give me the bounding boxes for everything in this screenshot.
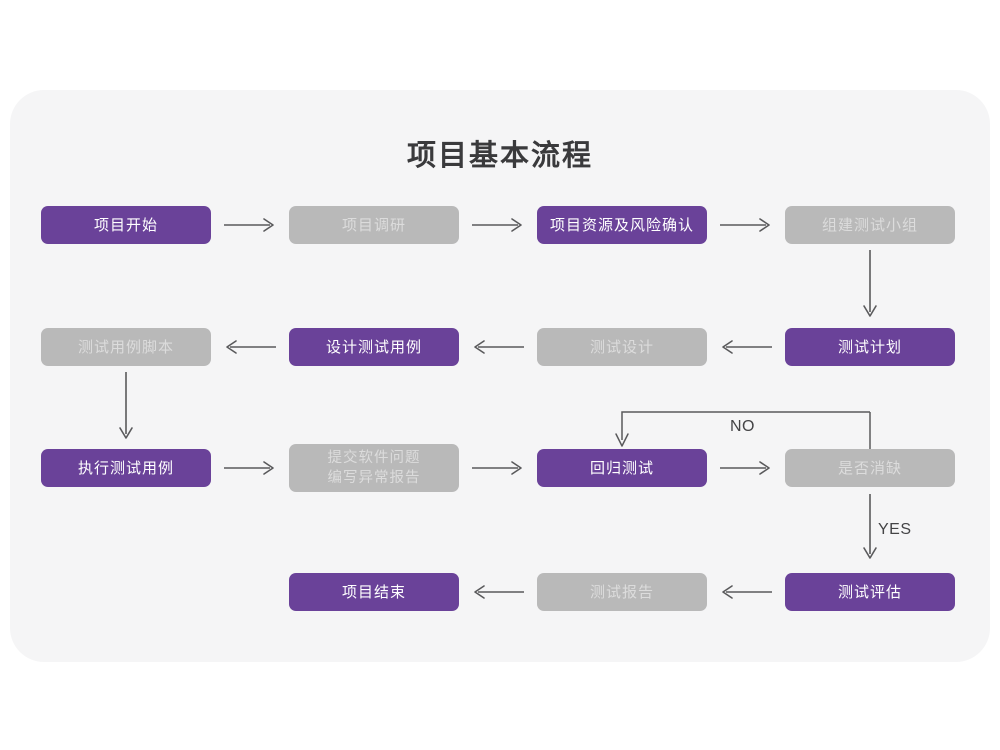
node-build-test-team[interactable]: 组建测试小组 <box>785 206 955 244</box>
arrow-left-testreport-to-projectend <box>470 583 526 603</box>
node-project-research[interactable]: 项目调研 <box>289 206 459 244</box>
node-project-end[interactable]: 项目结束 <box>289 573 459 611</box>
arrow-right-start-to-research <box>222 216 278 236</box>
arrow-down-team-to-plan <box>860 248 880 326</box>
arrow-right-execute-to-report-bug <box>222 459 278 479</box>
arrow-left-design-to-script <box>222 338 278 358</box>
arrow-left-plan-to-testdesign <box>718 338 774 358</box>
diagram-panel <box>10 90 990 662</box>
arrow-left-testdesign-to-designcase <box>470 338 526 358</box>
arrow-down-yes-to-evaluation <box>860 492 880 570</box>
node-regression-test[interactable]: 回归测试 <box>537 449 707 487</box>
arrow-right-regression-to-defect-check <box>718 459 774 479</box>
node-design-test-case[interactable]: 设计测试用例 <box>289 328 459 366</box>
node-defect-cleared-check[interactable]: 是否消缺 <box>785 449 955 487</box>
arrow-down-script-to-execute <box>116 370 136 448</box>
loop-no-path <box>610 406 890 456</box>
node-test-plan[interactable]: 测试计划 <box>785 328 955 366</box>
node-test-evaluation[interactable]: 测试评估 <box>785 573 955 611</box>
arrow-right-research-to-resource <box>470 216 526 236</box>
arrow-right-resource-to-team <box>718 216 774 236</box>
arrow-right-report-to-regression <box>470 459 526 479</box>
arrow-left-evaluation-to-testreport <box>718 583 774 603</box>
node-test-report[interactable]: 测试报告 <box>537 573 707 611</box>
node-submit-issue-write-report[interactable]: 提交软件问题 编写异常报告 <box>289 444 459 492</box>
edge-label-no: NO <box>730 418 755 435</box>
edge-label-yes: YES <box>878 521 912 538</box>
page-title: 项目基本流程 <box>406 140 593 172</box>
node-test-design[interactable]: 测试设计 <box>537 328 707 366</box>
node-resource-risk-confirm[interactable]: 项目资源及风险确认 <box>537 206 707 244</box>
node-project-start[interactable]: 项目开始 <box>41 206 211 244</box>
node-execute-test-case[interactable]: 执行测试用例 <box>41 449 211 487</box>
node-test-case-script[interactable]: 测试用例脚本 <box>41 328 211 366</box>
